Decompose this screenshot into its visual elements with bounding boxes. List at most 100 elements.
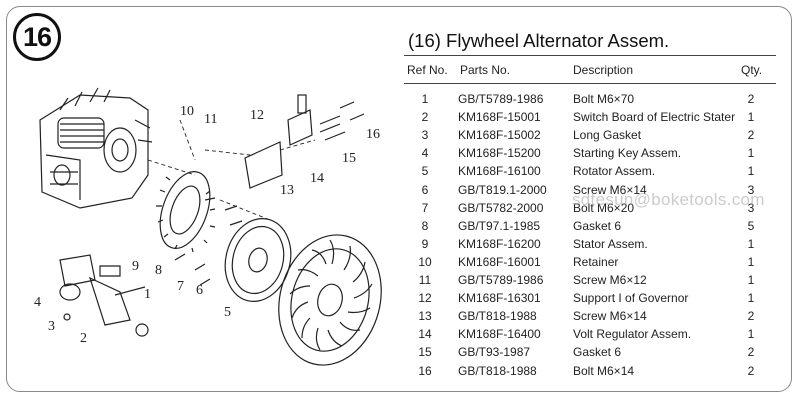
exploded-diagram: 1 2 3 4 5 6 7 8 9 10 11 12 13 14 15 16 bbox=[34, 87, 382, 366]
qty-cell: 1 bbox=[747, 273, 755, 287]
description-cell: Bolt M6×70 bbox=[573, 92, 635, 106]
callout-1: 1 bbox=[144, 287, 151, 302]
ref-no-cell: 12 bbox=[418, 291, 432, 306]
parts-no-cell: KM168F-16001 bbox=[458, 254, 541, 269]
parts-no-cell: GB/T97.1-1985 bbox=[458, 218, 541, 233]
ref-no-cell: 13 bbox=[418, 309, 432, 324]
engine-block-drawing bbox=[39, 87, 153, 209]
page-title: (16) Flywheel Alternator Assem. bbox=[408, 30, 670, 51]
table-row: 5 KM168F-16100 Rotator Assem. 1 bbox=[0, 164, 800, 182]
description-cell: Screw M6×12 bbox=[573, 273, 647, 287]
ref-no-cell: 10 bbox=[418, 254, 432, 269]
description-cell: Screw M6×14 bbox=[573, 182, 647, 197]
header-rule-bottom bbox=[404, 83, 776, 84]
header-qty: Qty. bbox=[741, 63, 763, 77]
parts-no-cell: KM168F-16200 bbox=[458, 236, 541, 251]
description-cell: Bolt M6×20 bbox=[573, 200, 635, 215]
description-cell: Rotator Assem. bbox=[573, 164, 656, 179]
header-description: Description bbox=[573, 63, 634, 77]
parts-no-cell: GB/T5789-1986 bbox=[458, 92, 544, 106]
table-row: 10 KM168F-16001 Retainer 1 bbox=[0, 255, 800, 273]
table-row: 15 GB/T93-1987 Gasket 6 2 bbox=[0, 345, 800, 363]
qty-cell: 3 bbox=[747, 182, 755, 197]
qty-cell: 2 bbox=[747, 345, 755, 360]
parts-no-cell: KM168F-15001 bbox=[458, 110, 541, 125]
callout-12: 12 bbox=[250, 108, 264, 123]
parts-no-cell: KM168F-16100 bbox=[458, 164, 541, 179]
ref-no-cell: 5 bbox=[421, 164, 429, 179]
qty-cell: 2 bbox=[747, 363, 755, 378]
description-cell: Support I of Governor bbox=[573, 291, 689, 306]
description-cell: Gasket 6 bbox=[573, 345, 622, 360]
governor-support-drawing bbox=[244, 94, 365, 189]
callout-14: 14 bbox=[310, 171, 324, 186]
parts-no-cell: GB/T5782-2000 bbox=[458, 200, 544, 215]
header-parts-no: Parts No. bbox=[460, 63, 511, 77]
description-cell: Switch Board of Electric Stater bbox=[573, 110, 736, 125]
callout-9: 9 bbox=[132, 259, 139, 274]
callout-15: 15 bbox=[342, 151, 356, 166]
flywheel-drawing bbox=[278, 234, 382, 366]
table-row: 14 KM168F-16400 Volt Regulator Assem. 1 bbox=[0, 327, 800, 345]
ref-no-cell: 7 bbox=[421, 200, 429, 215]
parts-no-cell: GB/T819.1-2000 bbox=[458, 182, 547, 197]
stator-drawing bbox=[156, 171, 216, 253]
qty-cell: 1 bbox=[747, 254, 755, 269]
ref-no-cell: 11 bbox=[418, 273, 432, 287]
ref-no-cell: 4 bbox=[421, 146, 429, 161]
qty-cell: 1 bbox=[747, 236, 755, 251]
bolts-drawing bbox=[174, 197, 243, 286]
qty-cell: 2 bbox=[747, 309, 755, 324]
description-cell: Bolt M6×14 bbox=[573, 363, 635, 378]
parts-no-cell: KM168F-15200 bbox=[458, 146, 541, 161]
ref-no-cell: 2 bbox=[421, 110, 429, 125]
parts-no-cell: GB/T93-1987 bbox=[458, 345, 531, 360]
ref-no-cell: 15 bbox=[418, 345, 432, 360]
table-row: 6 GB/T819.1-2000 Screw M6×14 3 bbox=[0, 183, 800, 201]
callout-11: 11 bbox=[204, 112, 217, 127]
watermark: sdtesun@boketools.com bbox=[572, 190, 765, 209]
parts-no-cell: KM168F-16400 bbox=[458, 327, 541, 342]
table-row: 2 KM168F-15001 Switch Board of Electric St… bbox=[0, 110, 800, 128]
table-row: 11 GB/T5789-1986 Screw M6×12 1 bbox=[0, 273, 800, 291]
ref-no-cell: 8 bbox=[421, 218, 429, 233]
parts-no-cell: KM168F-15002 bbox=[458, 128, 541, 143]
callout-labels: 1 2 3 4 5 6 7 8 9 10 11 12 13 14 15 16 bbox=[34, 104, 380, 346]
callout-6: 6 bbox=[196, 283, 203, 298]
ref-no-cell: 6 bbox=[421, 182, 429, 197]
table-row: 4 KM168F-15200 Starting Key Assem. 1 bbox=[0, 146, 800, 164]
callout-4: 4 bbox=[34, 295, 41, 310]
header-rule-top bbox=[404, 55, 776, 56]
qty-cell: 1 bbox=[747, 146, 755, 161]
description-cell: Gasket 6 bbox=[573, 218, 622, 233]
description-cell: Volt Regulator Assem. bbox=[573, 327, 692, 342]
description-cell: Retainer bbox=[573, 254, 619, 269]
qty-cell: 1 bbox=[747, 291, 755, 306]
parts-no-cell: GB/T818-1988 bbox=[458, 309, 537, 324]
ref-no-cell: 14 bbox=[418, 327, 432, 342]
description-cell: Starting Key Assem. bbox=[573, 146, 682, 161]
ref-no-cell: 9 bbox=[421, 236, 429, 251]
qty-cell: 1 bbox=[747, 327, 755, 342]
description-cell: Long Gasket bbox=[573, 128, 642, 143]
callout-5: 5 bbox=[224, 305, 231, 320]
ref-no-cell: 3 bbox=[421, 128, 429, 143]
qty-cell: 3 bbox=[747, 200, 755, 215]
ref-no-cell: 16 bbox=[418, 363, 432, 378]
description-cell: Screw M6×14 bbox=[573, 309, 647, 324]
qty-cell: 1 bbox=[747, 164, 755, 179]
parts-no-cell: GB/T5789-1986 bbox=[458, 273, 544, 287]
callout-2: 2 bbox=[80, 331, 87, 346]
ref-no-cell: 1 bbox=[421, 92, 429, 106]
table-row: 13 GB/T818-1988 Screw M6×14 2 bbox=[0, 309, 800, 327]
table-row: 7 GB/T5782-2000 Bolt M6×20 3 bbox=[0, 201, 800, 219]
callout-3: 3 bbox=[48, 319, 55, 334]
callout-8: 8 bbox=[155, 263, 162, 278]
section-badge: 16 bbox=[13, 13, 61, 61]
callout-16: 16 bbox=[366, 127, 380, 142]
